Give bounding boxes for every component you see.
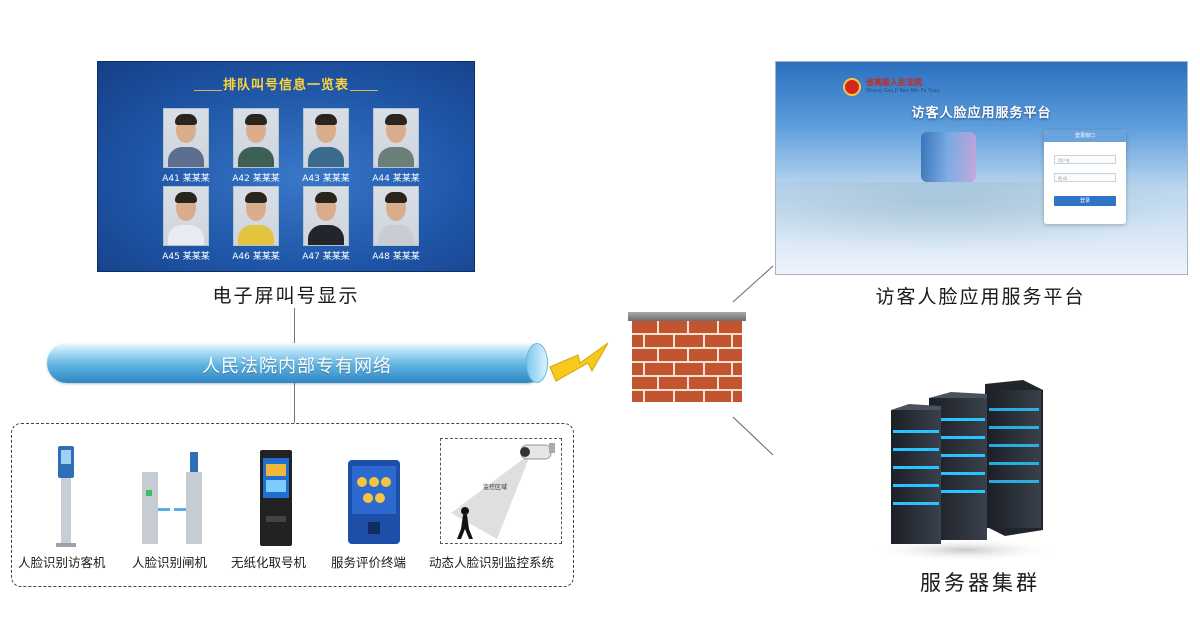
person-photo-icon [233, 186, 279, 246]
password-field[interactable]: 密 码 [1054, 173, 1116, 182]
platform-login-screenshot: 省高级人民法院 Sheng Gao Ji Ren Min Fa Yuan 访客人… [775, 61, 1188, 275]
connector-line [732, 416, 774, 456]
queue-entry: A43 某某某 [299, 108, 353, 184]
connector-line [294, 308, 295, 344]
connector-line [294, 383, 295, 423]
queue-entry: A42 某某某 [229, 108, 283, 184]
monitoring-zone-box: 监控区域 [440, 438, 562, 544]
device-label: 人脸识别闸机 [132, 555, 208, 570]
brick-firewall-icon [628, 312, 746, 402]
connector-lines [732, 265, 774, 456]
queue-display-screen: 排队叫号信息一览表 A41 某某某 A42 某某某 A43 某某某 A44 某某… [98, 62, 474, 271]
queue-entry-label: A44 某某某 [372, 174, 420, 184]
person-photo-icon [373, 186, 419, 246]
login-tab[interactable]: 登录窗口 [1044, 130, 1126, 142]
queue-title: 排队叫号信息一览表 [222, 78, 349, 93]
turnstile-gate-icon [142, 452, 202, 544]
court-subtitle: Sheng Gao Ji Ren Min Fa Yuan [866, 88, 940, 94]
server-rack-icon [870, 380, 1060, 560]
platform-caption: 访客人脸应用服务平台 [875, 286, 1086, 308]
login-panel: 登录窗口 用户名 密 码 登录 [1044, 130, 1126, 224]
lightning-icon [549, 342, 609, 382]
queue-entry-label: A46 某某某 [232, 252, 280, 262]
device-label: 人脸识别访客机 [18, 555, 106, 570]
title-rule-right [350, 90, 378, 91]
device-label: 服务评价终端 [331, 555, 407, 570]
queue-display-caption: 电子屏叫号显示 [212, 285, 360, 307]
server-caption: 服务器集群 [920, 571, 1040, 595]
monitoring-zone-label: 监控区域 [483, 484, 508, 491]
title-rule-left [194, 90, 222, 91]
queue-entry-label: A41 某某某 [162, 174, 210, 184]
queue-entry: A48 某某某 [369, 186, 423, 262]
platform-title: 访客人脸应用服务平台 [911, 106, 1052, 121]
queue-entry: A46 某某某 [229, 186, 283, 262]
connector-line [732, 265, 774, 303]
surveillance-camera-icon [451, 443, 555, 539]
queue-entry-label: A48 某某某 [372, 252, 420, 262]
person-photo-icon [163, 108, 209, 168]
queue-entry: A44 某某某 [369, 108, 423, 184]
username-field[interactable]: 用户名 [1054, 155, 1116, 164]
terminal-devices-group: 监控区域 人脸识别访客机 人脸识别闸机 无纸化取号机 服务评价终端 动态人脸识别… [11, 423, 574, 587]
person-photo-icon [303, 108, 349, 168]
face-kiosk-icon [56, 446, 76, 547]
queue-entry-label: A42 某某某 [232, 174, 280, 184]
device-label: 无纸化取号机 [231, 555, 307, 570]
queue-entry-label: A43 某某某 [302, 174, 350, 184]
queue-entry: A41 某某某 [159, 108, 213, 184]
network-label: 人民法院内部专有网络 [202, 356, 392, 377]
device-label: 动态人脸识别监控系统 [429, 555, 555, 570]
person-photo-icon [373, 108, 419, 168]
face-scan-icon [921, 132, 976, 182]
court-emblem-icon [843, 78, 861, 96]
person-photo-icon [303, 186, 349, 246]
queue-entry-label: A45 某某某 [162, 252, 210, 262]
person-photo-icon [163, 186, 209, 246]
login-button[interactable]: 登录 [1054, 196, 1116, 206]
evaluation-terminal-icon [348, 460, 400, 544]
ticket-kiosk-icon [260, 450, 292, 546]
person-photo-icon [233, 108, 279, 168]
network-bar-cap [526, 343, 548, 383]
queue-entry: A47 某某某 [299, 186, 353, 262]
network-bar: 人民法院内部专有网络 [47, 343, 547, 383]
queue-entry-label: A47 某某某 [302, 252, 350, 262]
queue-entry: A45 某某某 [159, 186, 213, 262]
court-name: 省高级人民法院 [866, 78, 922, 87]
